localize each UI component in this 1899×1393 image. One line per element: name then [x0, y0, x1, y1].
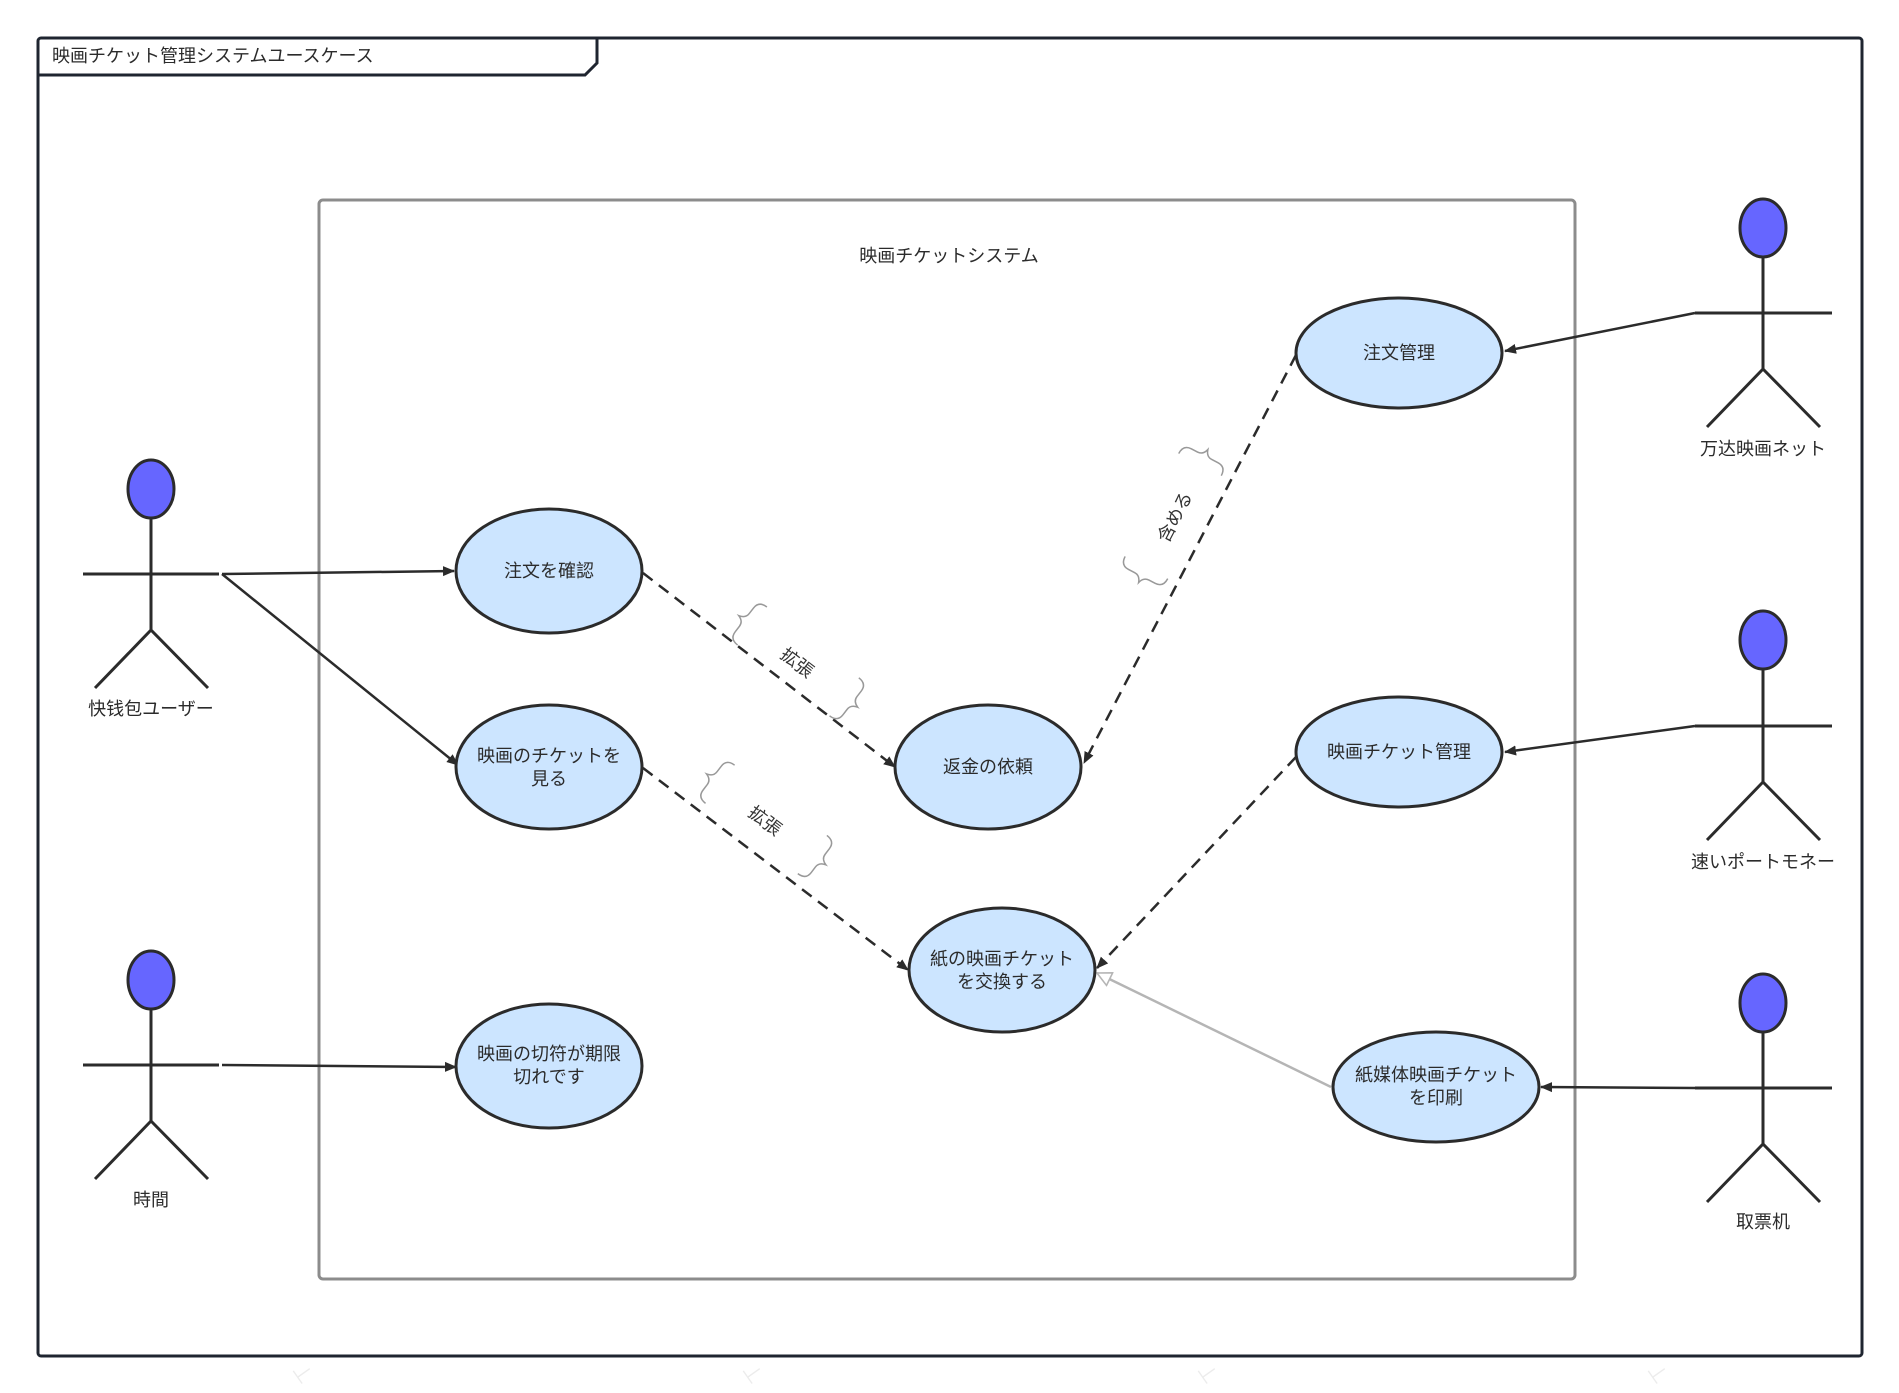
usecase-label: 注文管理 — [1363, 343, 1435, 364]
usecase-order-management[interactable]: 注文管理 — [1294, 296, 1504, 410]
svg-text:⊢: ⊢ — [289, 1358, 319, 1389]
relations — [221, 311, 1696, 1093]
extend-view-exchange[interactable] — [642, 767, 909, 971]
usecase-label: 切れです — [513, 1067, 584, 1088]
usecase-label: を交換する — [957, 972, 1047, 993]
usecase-ticket-expired[interactable]: 映画の切符が期限 切れです — [454, 1002, 644, 1130]
association-wanda-order-mgmt[interactable] — [1504, 311, 1696, 354]
actor-label: 取票机 — [1736, 1212, 1790, 1233]
actor-label: 速いポートモネー — [1691, 852, 1835, 873]
usecase-label: を印刷 — [1409, 1088, 1463, 1109]
usecase-refund-request[interactable]: 返金の依頼 — [893, 703, 1083, 831]
actor-fast-portemonnaie[interactable]: 速いポートモネー — [1691, 609, 1835, 873]
association-wallet-ticket-mgmt[interactable] — [1504, 724, 1696, 756]
usecase-label: 映画の切符が期限 — [477, 1044, 621, 1065]
usecase-label: 紙媒体映画チケット — [1355, 1065, 1517, 1086]
system-boundary-title: 映画チケットシステム — [859, 246, 1038, 267]
association-time-expire[interactable] — [221, 1061, 457, 1072]
usecase-label: 返金の依頼 — [943, 757, 1033, 778]
usecase-ticket-management[interactable]: 映画チケット管理 — [1294, 695, 1504, 809]
usecase-print-paper-ticket[interactable]: 紙媒体映画チケット を印刷 — [1331, 1030, 1541, 1144]
svg-text:⊢: ⊢ — [1194, 1358, 1224, 1389]
actor-time[interactable]: 時間 — [83, 949, 219, 1211]
usecase-label: 見る — [531, 769, 567, 790]
stereotype-label: 含める — [1154, 488, 1198, 546]
actor-label: 快钱包ユーザー — [88, 699, 214, 720]
association-user-view[interactable] — [221, 573, 459, 766]
usecase-label: 映画のチケットを — [477, 746, 621, 767]
actor-label: 万达映画ネット — [1700, 439, 1826, 460]
actor-label: 時間 — [133, 1190, 169, 1211]
usecase-confirm-order[interactable]: 注文を確認 — [454, 507, 644, 635]
usecase-view-ticket[interactable]: 映画のチケットを 見る — [454, 703, 644, 831]
usecase-label: 映画チケット管理 — [1327, 742, 1471, 763]
stereotype-label: 拡張 — [744, 802, 785, 841]
dependency-ticket-mgmt-exchange[interactable] — [1096, 756, 1297, 969]
diagram-frame: 映画チケット管理システムユースケース — [36, 36, 1864, 1358]
system-boundary: 映画チケットシステム — [317, 198, 1577, 1281]
svg-text:⊢: ⊢ — [739, 1358, 769, 1389]
usecase-exchange-paper-ticket[interactable]: 紙の映画チケット を交換する — [907, 906, 1097, 1034]
association-kiosk-print[interactable] — [1540, 1082, 1696, 1093]
usecase-label: 紙の映画チケット — [930, 949, 1074, 970]
usecase-label: 注文を確認 — [504, 561, 594, 582]
actor-kuaiqianbao-user[interactable]: 快钱包ユーザー — [83, 458, 219, 720]
stereotype-extend-1: 拡張 — [732, 603, 865, 720]
frame-title: 映画チケット管理システムユースケース — [52, 46, 374, 67]
watermark: ⊢ ⊢ ⊢ ⊢ — [289, 1358, 1674, 1389]
extend-confirm-refund[interactable] — [642, 572, 896, 768]
generalization-print-exchange[interactable] — [1097, 971, 1332, 1089]
actor-wanda-cinema-net[interactable]: 万达映画ネット — [1695, 197, 1832, 460]
svg-text:⊢: ⊢ — [1644, 1358, 1674, 1389]
stereotype-label: 拡張 — [776, 644, 817, 683]
stereotype-extend-2: 拡張 — [700, 761, 833, 878]
include-order-mgmt-refund[interactable] — [1082, 354, 1298, 764]
association-user-confirm[interactable] — [221, 566, 455, 577]
actor-ticket-kiosk[interactable]: 取票机 — [1695, 972, 1832, 1233]
